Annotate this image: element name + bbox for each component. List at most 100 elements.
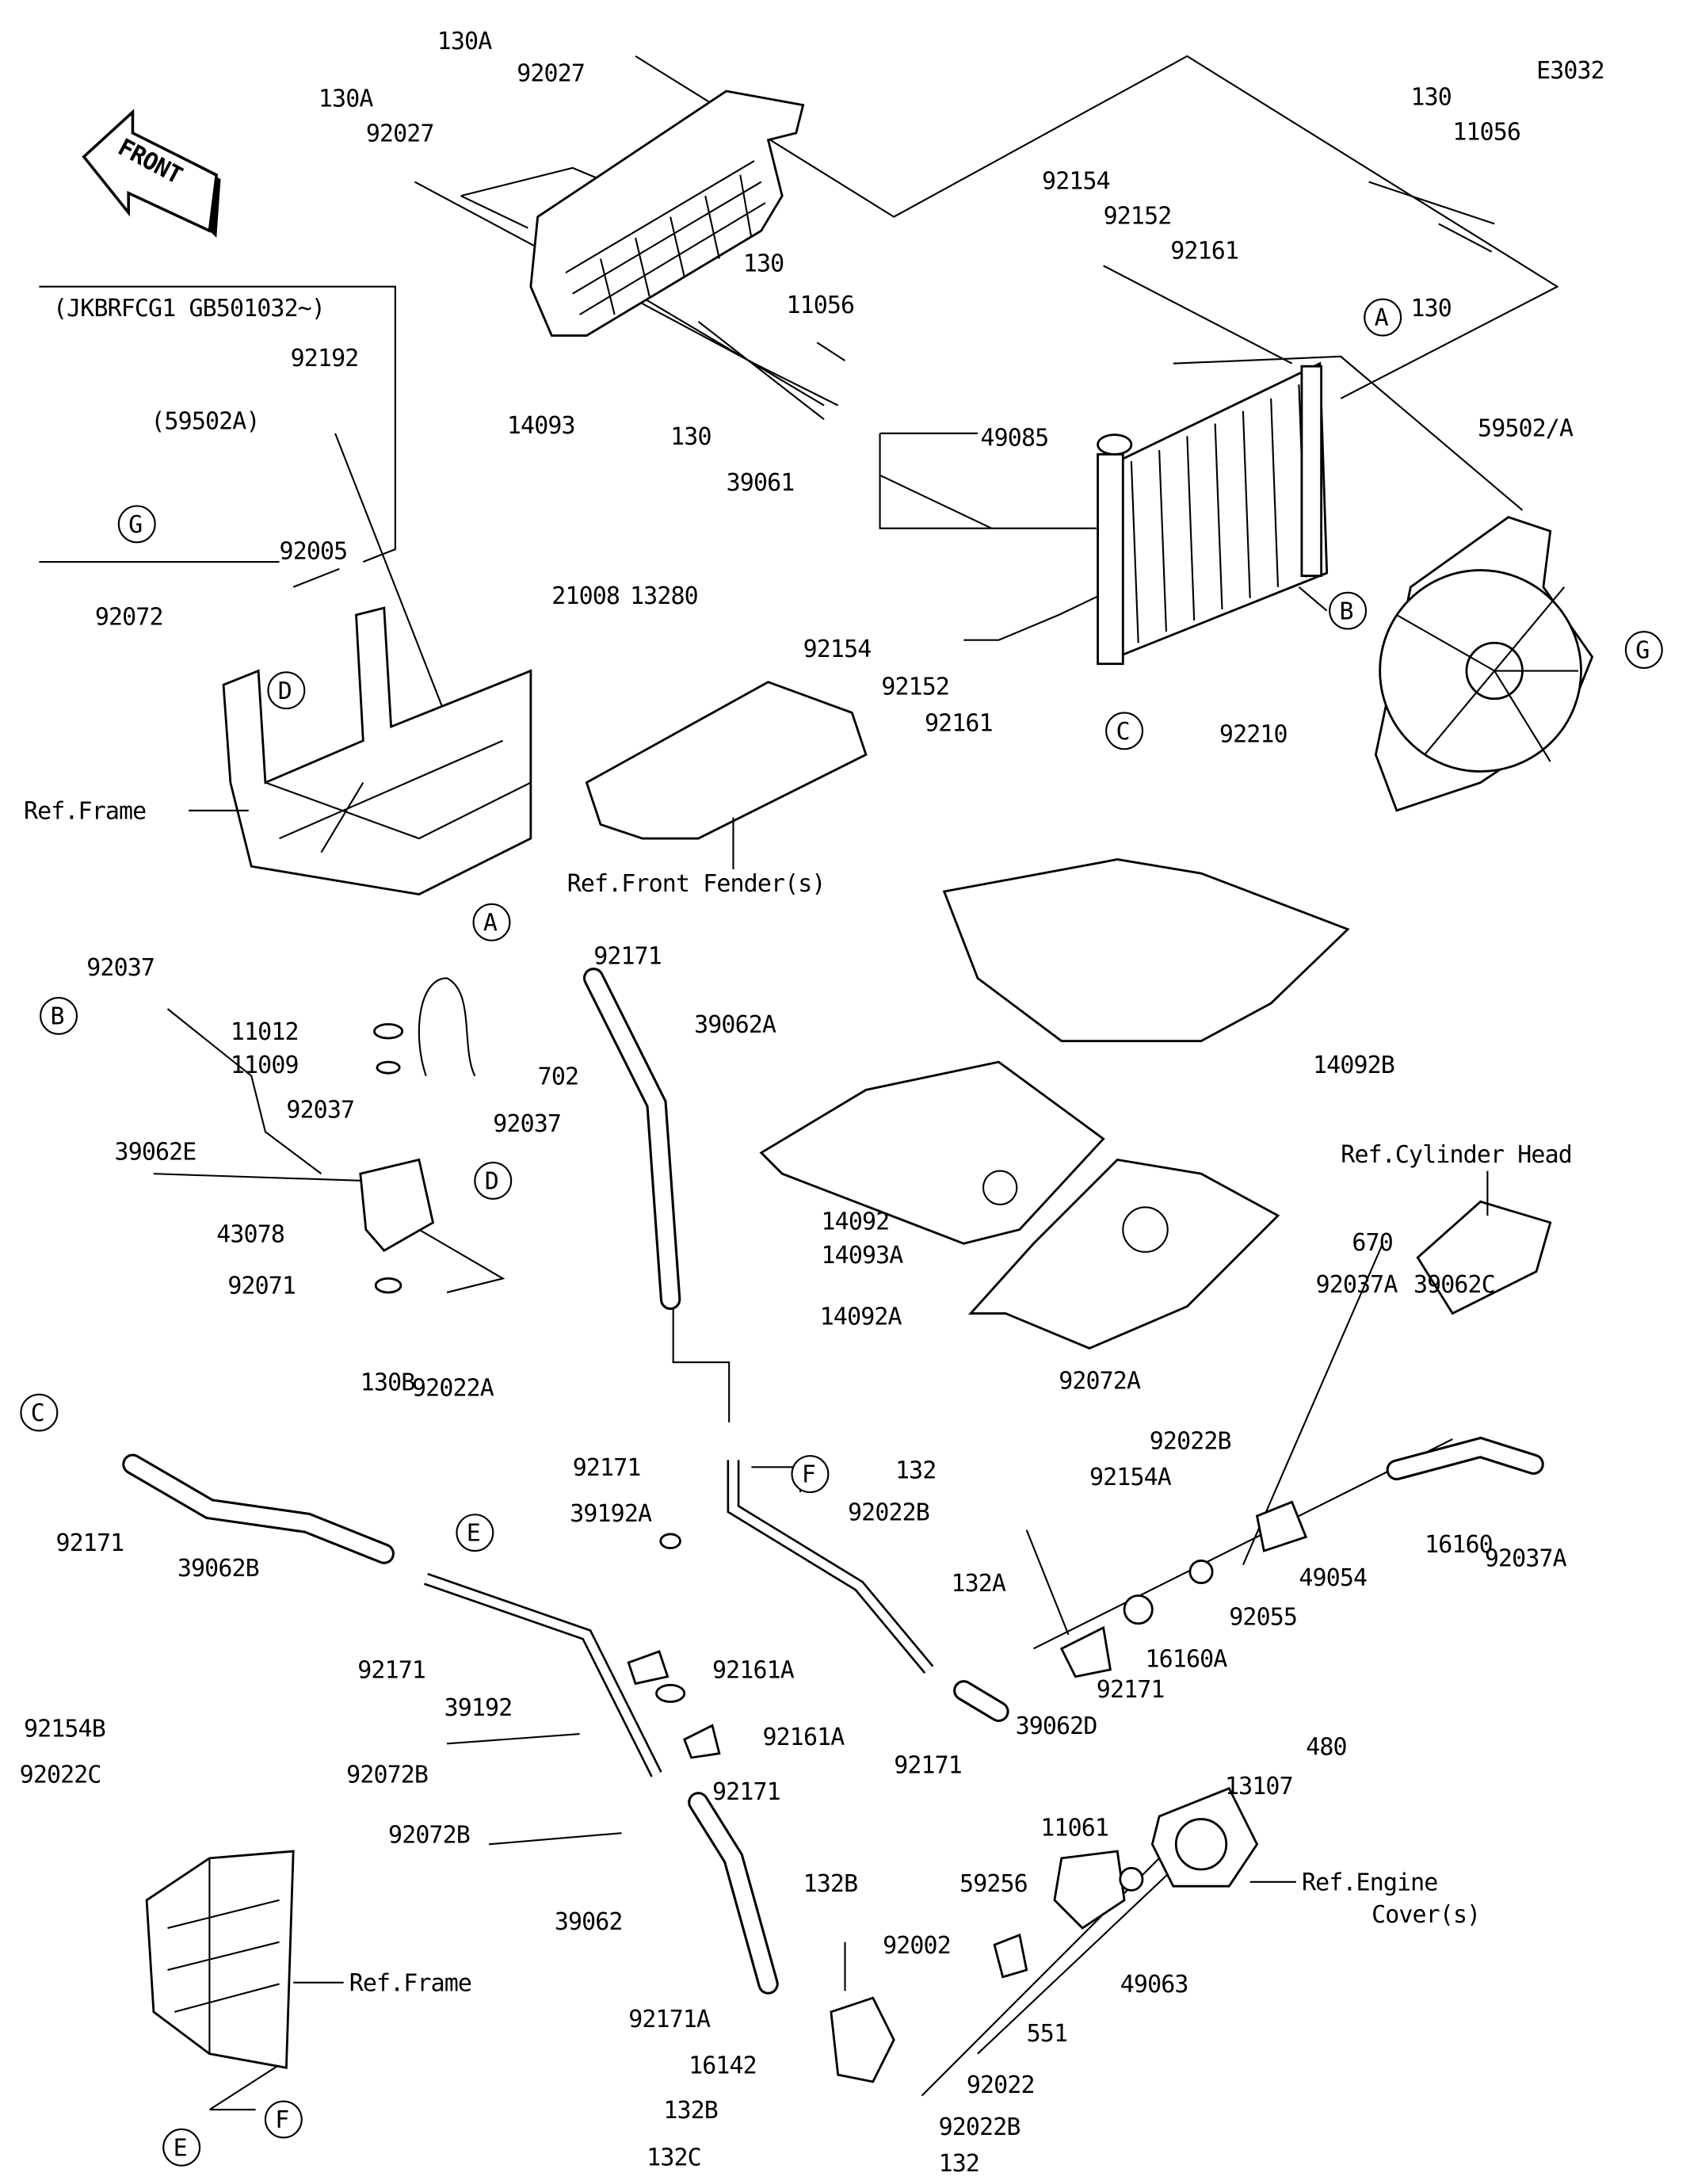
part-label: 92022 bbox=[967, 2071, 1035, 2099]
part-label: 39062E bbox=[115, 1138, 196, 1166]
svg-text:C: C bbox=[31, 1399, 44, 1427]
part-label: 92022B bbox=[939, 2113, 1020, 2141]
part-label: 92171 bbox=[593, 943, 662, 971]
part-label: 59256 bbox=[959, 1870, 1028, 1898]
part-label: 39062A bbox=[694, 1011, 776, 1039]
svg-text:A: A bbox=[1375, 304, 1389, 332]
part-label: 11012 bbox=[231, 1018, 299, 1046]
marker-a-radiator: A bbox=[1364, 298, 1402, 337]
part-label: 92161 bbox=[925, 709, 993, 737]
part-label: 92037A bbox=[1485, 1544, 1567, 1572]
part-label: 92037A bbox=[1316, 1271, 1398, 1299]
part-label: 14092A bbox=[820, 1304, 902, 1331]
part-label: 702 bbox=[538, 1063, 578, 1090]
part-label: 92171A bbox=[628, 2006, 711, 2033]
part-label: 130A bbox=[319, 85, 373, 113]
part-label: 39192 bbox=[444, 1694, 513, 1722]
part-label: 92022B bbox=[848, 1499, 929, 1526]
variant-box bbox=[39, 285, 396, 588]
part-label: 92022B bbox=[1150, 1427, 1231, 1455]
part-label: 92005 bbox=[280, 537, 348, 565]
part-label: 130 bbox=[1410, 295, 1451, 323]
part-label: 16160 bbox=[1425, 1531, 1493, 1559]
marker-c-hose: C bbox=[20, 1393, 59, 1432]
part-label: 92071 bbox=[227, 1273, 296, 1300]
part-label: 11009 bbox=[231, 1052, 299, 1079]
part-label: 92161A bbox=[712, 1656, 795, 1684]
part-label: 49085 bbox=[980, 425, 1048, 452]
part-label: 14093 bbox=[507, 412, 575, 440]
part-label: 92027 bbox=[517, 60, 585, 88]
part-label: 130 bbox=[670, 423, 711, 451]
part-labels: 130A 92027 130A 92027 92192 (59502A) 920… bbox=[20, 28, 1574, 2178]
part-label: 92154 bbox=[803, 636, 872, 663]
svg-text:G: G bbox=[1635, 637, 1649, 665]
marker-f-frame: F bbox=[264, 2100, 303, 2139]
part-label: 130 bbox=[1410, 84, 1451, 112]
ref-label: Ref.Frame bbox=[349, 1969, 471, 1997]
part-label: 92037 bbox=[286, 1097, 354, 1124]
marker-b-radiator: B bbox=[1329, 591, 1368, 630]
part-label: 14093A bbox=[822, 1242, 904, 1270]
part-label: 92152 bbox=[881, 673, 949, 701]
svg-text:E: E bbox=[467, 1520, 480, 1548]
part-label: 92002 bbox=[883, 1932, 951, 1960]
ref-label: Cover(s) bbox=[1371, 1901, 1480, 1929]
part-label: 39192A bbox=[570, 1500, 652, 1528]
diagram-code: E3032 bbox=[1536, 57, 1604, 85]
marker-f-pipe: F bbox=[791, 1455, 830, 1494]
part-label: 92171 bbox=[56, 1529, 124, 1557]
part-label: 92022C bbox=[20, 1762, 101, 1789]
svg-text:D: D bbox=[485, 1168, 498, 1196]
svg-text:A: A bbox=[483, 909, 498, 937]
circle-markers: G D A B G C A B D C F E E F bbox=[20, 298, 1663, 2167]
part-label: 39062D bbox=[1016, 1712, 1097, 1740]
part-label: 130 bbox=[743, 250, 784, 277]
part-label: 92154 bbox=[1042, 167, 1110, 195]
part-label: 39062B bbox=[177, 1555, 259, 1583]
part-label: 11061 bbox=[1040, 1815, 1108, 1842]
part-label: 92072A bbox=[1059, 1368, 1141, 1396]
part-label: 92055 bbox=[1229, 1604, 1297, 1632]
part-label: 92171 bbox=[573, 1454, 641, 1482]
part-label: 92072 bbox=[95, 603, 163, 631]
frame-sketch bbox=[145, 606, 532, 2070]
variant-note: (JKBRFCG1 GB501032~) bbox=[53, 295, 325, 323]
part-label: 130A bbox=[437, 28, 492, 55]
marker-g-fan: G bbox=[1624, 631, 1663, 670]
part-label: 92171 bbox=[357, 1656, 425, 1684]
part-label: 92072B bbox=[388, 1822, 470, 1850]
part-label: 92152 bbox=[1104, 202, 1172, 230]
part-label: 130B bbox=[361, 1369, 415, 1396]
part-label: 132 bbox=[895, 1457, 936, 1484]
part-label: 59502/A bbox=[1478, 414, 1574, 442]
part-label: 13280 bbox=[630, 582, 698, 610]
part-label: 92154B bbox=[24, 1716, 105, 1743]
part-label: 92171 bbox=[712, 1778, 780, 1806]
engine-parts bbox=[627, 1200, 1552, 2083]
front-fender bbox=[585, 681, 1350, 1350]
part-label: 92022A bbox=[412, 1374, 494, 1402]
svg-text:C: C bbox=[1116, 718, 1129, 746]
marker-e-pipe: E bbox=[456, 1514, 494, 1552]
ref-label: Ref.Frame bbox=[24, 797, 146, 825]
part-label: 132A bbox=[951, 1570, 1005, 1598]
part-label: 43078 bbox=[216, 1221, 284, 1249]
part-label: 480 bbox=[1306, 1733, 1346, 1761]
marker-a-hose: A bbox=[472, 903, 511, 941]
svg-text:B: B bbox=[50, 1003, 63, 1031]
cooling-fan bbox=[1374, 516, 1594, 812]
part-label: 16160A bbox=[1146, 1645, 1228, 1673]
ref-label: Ref.Engine bbox=[1302, 1869, 1438, 1896]
reservoir-tank bbox=[359, 977, 476, 1294]
svg-text:F: F bbox=[802, 1461, 815, 1489]
marker-b-hose: B bbox=[40, 996, 78, 1035]
part-label: 92210 bbox=[1219, 720, 1288, 748]
marker-c-radiator: C bbox=[1105, 712, 1144, 750]
leader-lines bbox=[153, 55, 1559, 2111]
part-label: 49063 bbox=[1120, 1971, 1188, 1999]
part-label: 49054 bbox=[1299, 1564, 1367, 1592]
part-label: (59502A) bbox=[151, 408, 259, 436]
part-label: 92192 bbox=[291, 345, 359, 372]
